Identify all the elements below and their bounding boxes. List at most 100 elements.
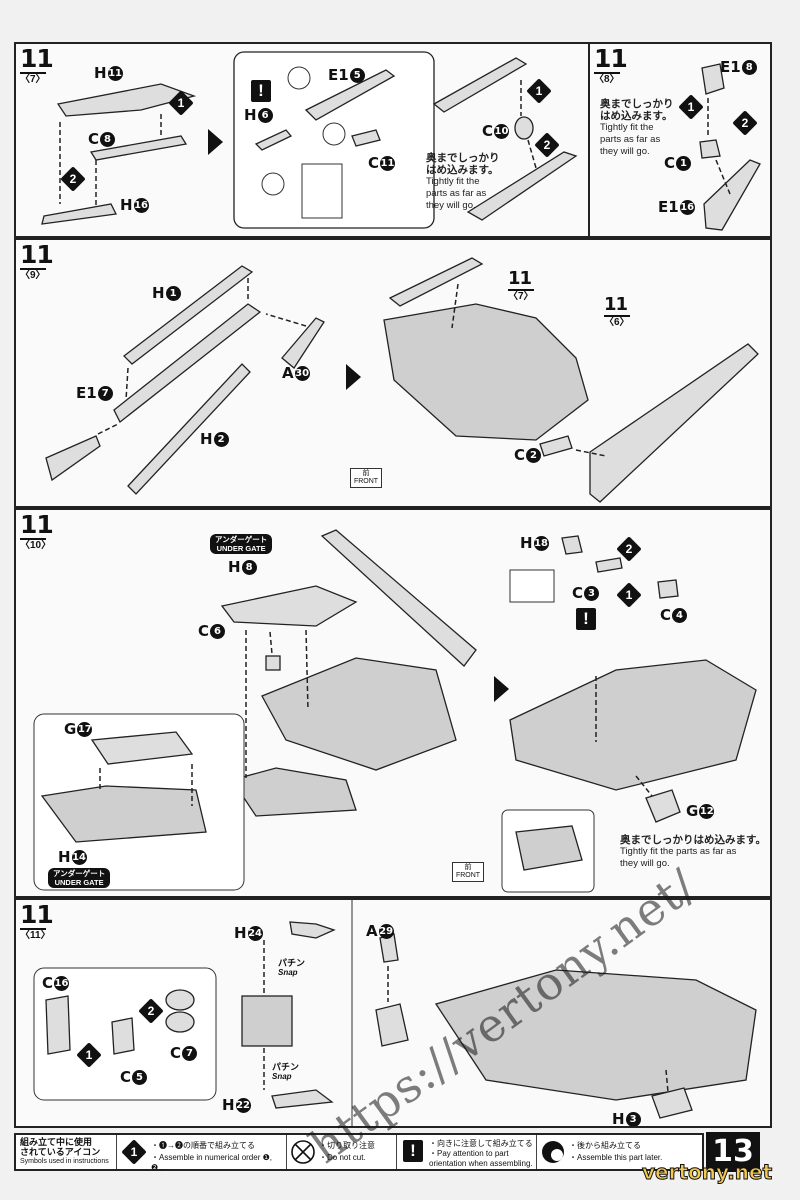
sequence-2-marker: 2 [732, 110, 758, 136]
step-badge: 11 〈8〉 [594, 44, 634, 85]
part-g17-shape [90, 731, 194, 765]
sequence-2-marker: 2 [60, 166, 86, 192]
sequence-icon: 1 [121, 1139, 147, 1165]
part-h6-shape [254, 129, 293, 151]
part-c1-shape [699, 139, 721, 159]
step-badge: 11 〈11〉 [20, 900, 60, 941]
part-c6-shape [265, 655, 281, 671]
part-h2-shape [127, 363, 251, 495]
part-c2-shape [539, 435, 573, 457]
reference-step-badge: 11 〈6〉 [604, 294, 630, 328]
panel-7-drawing [41, 51, 578, 229]
assembly-body-shape [261, 657, 457, 771]
part-lower-wing-shape [466, 151, 578, 221]
tight-fit-note: 奥までしっかり はめ込みます。 Tightly fit the parts as… [600, 98, 674, 157]
flow-arrow [494, 676, 509, 702]
legend-item-do-not-cut: ・切り取り注意 ・Do not cut. [286, 1135, 397, 1169]
part-a30-shape [281, 317, 325, 369]
assembly-body-final-shape [434, 969, 757, 1101]
step-substep: 〈9〉 [20, 268, 46, 281]
flow-arrow [208, 129, 223, 155]
part-g12-shape [645, 789, 681, 823]
step-number: 11 [20, 44, 54, 73]
part-e15-shape [304, 69, 396, 121]
legend-title: 組み立て中に使用 されているアイコン Symbols used in instr… [20, 1137, 109, 1165]
step-substep: 〈10〉 [20, 538, 52, 551]
sequence-2-marker: 2 [616, 536, 642, 562]
step-number: 11 [20, 510, 54, 539]
reference-step-badge: 11 〈7〉 [508, 268, 534, 302]
part-h22-shape [271, 1089, 334, 1109]
tight-fit-note: 奥までしっかりはめ込みます。 Tightly fit the parts as … [620, 834, 766, 869]
assembly-upper-part-shape [388, 257, 484, 307]
part-e116-shape [703, 159, 761, 231]
page-number: 13 [706, 1132, 760, 1172]
panel-9-drawing [45, 257, 759, 503]
orientation-icon: ! [403, 1140, 423, 1162]
part-h11-shape [56, 83, 197, 117]
part-h3-shape [651, 1087, 693, 1119]
part-e18-shape [701, 63, 725, 95]
legend-item-orientation: ! ・向きに注意して組み立てる ・Pay attention to part o… [396, 1135, 537, 1169]
step-substep: 〈11〉 [20, 928, 51, 941]
orientation-warning-icon: ! [251, 80, 271, 102]
joint-assembly-shape [241, 995, 293, 1047]
part-c8-shape [89, 135, 188, 161]
flow-arrow [346, 364, 361, 390]
sequence-1-marker: 1 [526, 78, 552, 104]
step-badge: 11 〈10〉 [20, 510, 60, 551]
symbols-legend: 組み立て中に使用 されているアイコン Symbols used in instr… [14, 1133, 704, 1172]
wing-shape [320, 529, 477, 667]
part-h16-shape [41, 203, 117, 225]
wing-h2-assembled-shape [589, 343, 759, 503]
step-number: 11 [20, 900, 54, 929]
part-h14-shape [40, 785, 207, 843]
lower-fin-shape [375, 1003, 409, 1047]
assembly-body-right-shape [509, 659, 757, 791]
part-h1-shape [123, 265, 254, 365]
panel-10-drawing [33, 529, 757, 893]
part-small-fin-shape [45, 435, 101, 482]
do-not-cut-icon [291, 1140, 315, 1164]
panel-step-11-10: 11 〈10〉 [14, 508, 772, 898]
part-c3-shape [595, 557, 623, 573]
step-number: 11 [594, 44, 628, 73]
part-c4-shape [657, 579, 679, 599]
part-c16-shape [45, 995, 71, 1055]
step-badge: 11 〈7〉 [20, 44, 60, 85]
part-h14-lower-shape [230, 767, 357, 817]
sequence-1-marker: 1 [616, 582, 642, 608]
sequence-2-marker: 2 [534, 132, 560, 158]
legend-item-sequence: 1 ・❶→❷の順番で組み立てる ・Assemble in numerical o… [116, 1135, 287, 1172]
